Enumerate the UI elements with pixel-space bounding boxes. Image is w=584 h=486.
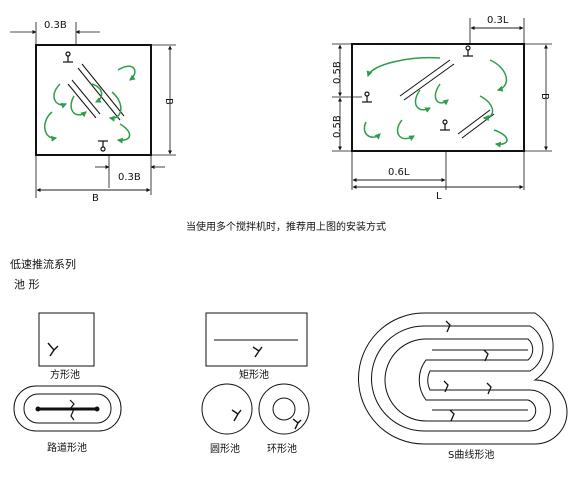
square-pool — [38, 312, 95, 367]
left-dim-top: 0.3B — [44, 20, 67, 31]
rect-pool-label: 矩形池 — [239, 368, 269, 381]
right-tank-outline — [351, 43, 525, 152]
install-caption: 当使用多个搅拌机时，推荐用上图的安装方式 — [186, 220, 386, 233]
left-flow-arrows — [44, 65, 136, 144]
right-flow-arrows — [363, 56, 508, 148]
rect-pool — [205, 312, 308, 367]
right-tank-diagram: 0.3L 0.5B 0.5B B 0.6L L — [332, 15, 552, 202]
ring-pool-label: 环形池 — [267, 442, 297, 455]
left-dim-bottom: B — [92, 193, 99, 204]
track-pool — [13, 385, 122, 432]
right-baffle-lines — [399, 59, 495, 139]
left-dim-bottom-inner: 0.3B — [118, 172, 141, 183]
left-baffle-lines — [67, 63, 125, 121]
left-tank-outline — [35, 44, 152, 156]
series-title: 低速推流系列 — [10, 257, 76, 271]
pool-shapes-title: 池 形 — [14, 278, 40, 291]
left-mixer-top — [63, 51, 73, 63]
round-pool-label: 圆形池 — [210, 442, 240, 455]
s-curve-pool-label: S曲线形池 — [448, 448, 494, 461]
right-dim-bottom-inner: 0.6L — [388, 167, 410, 178]
right-mixer-top — [463, 45, 473, 57]
left-mixer-bottom — [98, 140, 108, 152]
right-dim-left-upper: 0.5B — [332, 61, 343, 84]
left-tank-diagram: 0.3B B 0.3B B — [10, 20, 176, 204]
round-pool — [201, 383, 253, 435]
s-curve-pool — [358, 312, 568, 445]
right-mixer-left — [362, 91, 372, 103]
right-mixer-bottom — [440, 119, 450, 131]
ring-pool — [258, 383, 310, 435]
right-dim-right: B — [539, 93, 550, 100]
right-dim-bottom: L — [436, 191, 442, 202]
square-pool-label: 方形池 — [50, 368, 80, 381]
track-pool-label: 路道形池 — [47, 441, 87, 454]
left-dim-right: B — [163, 98, 174, 105]
right-dim-top: 0.3L — [487, 15, 509, 26]
right-dim-left-lower: 0.5B — [332, 115, 343, 138]
